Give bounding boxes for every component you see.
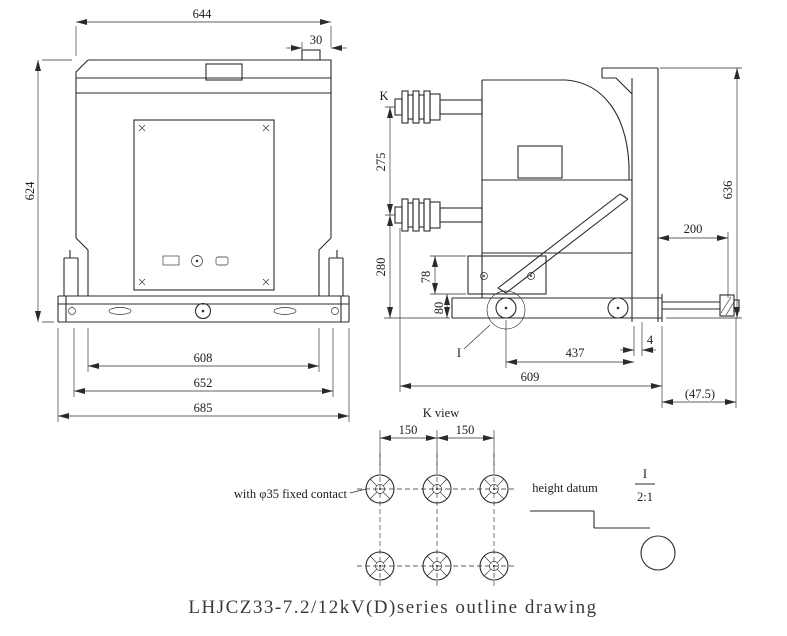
side-view	[394, 67, 740, 330]
dim-box-height: 78	[419, 271, 433, 284]
dim-wheel-span: 437	[566, 346, 585, 360]
lower-box	[467, 255, 547, 295]
dim-bottom-inner: 608	[194, 351, 213, 365]
nameplate	[205, 63, 243, 81]
dim-bottom-middle: 652	[194, 376, 213, 390]
upper-pole	[394, 90, 483, 124]
front-panel	[133, 119, 275, 291]
k-view: K view 150 150 with φ35 fixed contact	[234, 406, 517, 589]
dim-lower-section: 280	[374, 258, 388, 277]
dim-overhang: (47.5)	[685, 387, 715, 401]
dim-height: 624	[23, 181, 37, 201]
dim-pitch-right: 150	[456, 423, 475, 437]
detail-circle	[640, 535, 676, 571]
drawing-title: LHJCZ33-7.2/12kV(D)series outline drawin…	[188, 597, 597, 618]
detail-view-I: I 2:1	[635, 467, 676, 571]
height-datum-label: height datum	[532, 481, 598, 495]
lower-pole	[394, 198, 483, 232]
detail-view-label: I	[643, 467, 647, 481]
k-view-label: K view	[423, 406, 459, 420]
dim-top-offset: 30	[310, 33, 323, 47]
dim-top-width: 644	[193, 7, 213, 21]
top-terminal-box	[301, 49, 321, 61]
handle-rod	[662, 294, 740, 317]
diagonal-brace	[497, 193, 629, 294]
rear-wheel	[607, 297, 629, 319]
front-view-dimensions: 644 30 624 608 652 685	[23, 7, 350, 422]
dim-bottom-outer: 685	[194, 401, 213, 415]
view-arrow-label: K	[379, 89, 388, 103]
dim-wheel-height: 80	[432, 302, 446, 315]
detail-view-scale: 2:1	[637, 490, 653, 504]
dim-total-height: 636	[721, 181, 735, 200]
dim-base-length: 609	[521, 370, 540, 384]
detail-marker-label: I	[457, 346, 461, 360]
dim-rear-extension: 200	[684, 222, 703, 236]
front-wheel	[495, 297, 517, 319]
fixed-contact-note: with φ35 fixed contact	[234, 487, 348, 501]
dim-pole-spacing: 275	[374, 153, 388, 172]
dim-small-gap: 4	[647, 333, 654, 347]
dim-pitch-left: 150	[399, 423, 418, 437]
height-datum: height datum	[530, 481, 650, 529]
side-view-dimensions: K 275 280 78 80 636 200 4 437 609 (47.5)	[374, 67, 742, 408]
front-view	[57, 49, 350, 323]
